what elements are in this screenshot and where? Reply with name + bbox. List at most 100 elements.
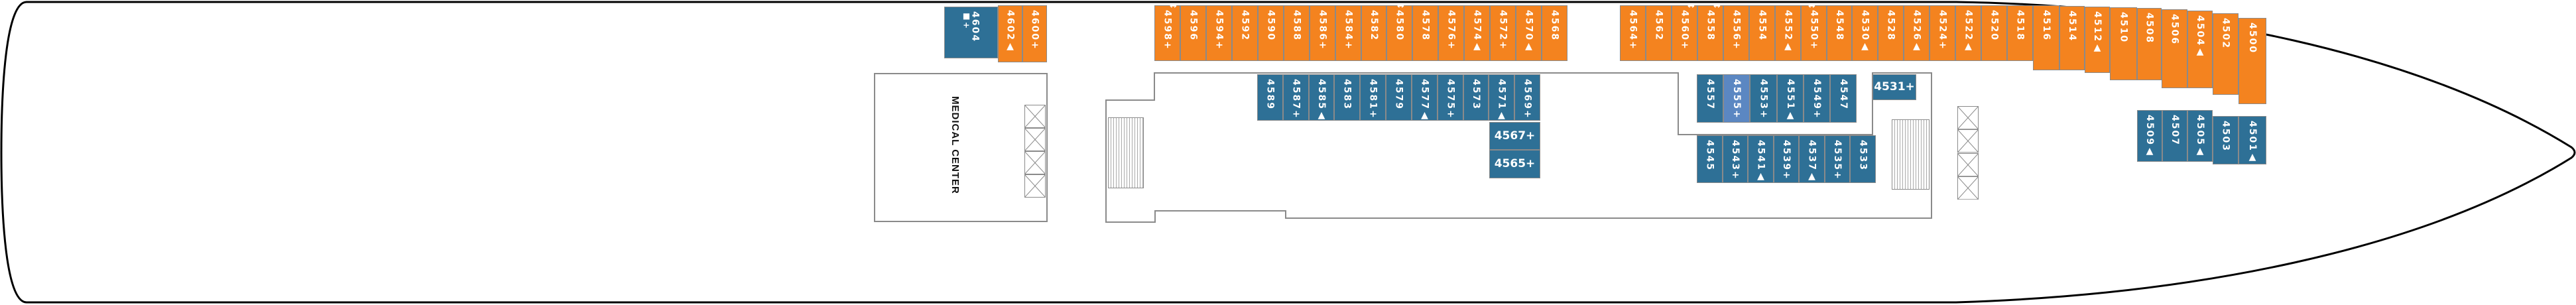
cabin[interactable]: 4586+: [1310, 5, 1335, 61]
cabin[interactable]: 4531+: [1872, 74, 1916, 100]
cabin[interactable]: 4509▲: [2137, 110, 2162, 162]
cabin[interactable]: 4512▲: [2085, 7, 2110, 73]
cabin-number: 4589: [1264, 79, 1276, 110]
cabin[interactable]: 4583: [1334, 74, 1360, 121]
cabin[interactable]: 4518: [2007, 5, 2033, 61]
cabin[interactable]: 4508: [2137, 8, 2162, 80]
elevator-icon: [1024, 151, 1046, 174]
cabin-number: 4562: [1653, 10, 1664, 41]
cabin[interactable]: 4560+: [1672, 5, 1697, 61]
cabin[interactable]: 4502: [2213, 13, 2239, 95]
cabin[interactable]: 4590: [1258, 5, 1284, 61]
cabin-number: 4578: [1420, 10, 1431, 41]
cabin[interactable]: 4520: [1981, 5, 2007, 61]
cabin-number: 4576+: [1445, 10, 1457, 50]
cabin[interactable]: 4501▲: [2239, 116, 2266, 164]
cabin[interactable]: 4577▲: [1412, 74, 1438, 122]
cabin[interactable]: 4594+: [1206, 5, 1232, 61]
cabin[interactable]: 4549+: [1804, 74, 1830, 123]
cabin[interactable]: 4524+: [1930, 5, 1955, 61]
stairs-fwd: [1892, 119, 1930, 190]
cabin[interactable]: 4556+: [1723, 5, 1749, 61]
cabin[interactable]: 4510: [2110, 7, 2137, 80]
cabin-number: 4549+: [1811, 79, 1822, 119]
cabin-number: 4570▲: [1523, 10, 1534, 53]
cabin[interactable]: 4580: [1386, 5, 1412, 61]
cabin[interactable]: 4528: [1878, 5, 1904, 61]
cabin[interactable]: 4552▲: [1775, 5, 1801, 61]
cabin[interactable]: 4581+: [1360, 74, 1386, 121]
cabin-number: 4567+: [1494, 129, 1536, 143]
cabin-number: 4594+: [1213, 10, 1225, 50]
cabin-number: 4556+: [1731, 10, 1742, 50]
cabin[interactable]: 4505▲: [2187, 110, 2213, 162]
cabin[interactable]: 4584+: [1335, 5, 1361, 61]
cabin[interactable]: 4570▲: [1516, 5, 1542, 61]
cabin[interactable]: 4522▲: [1955, 5, 1981, 61]
cabin[interactable]: 4548: [1827, 5, 1852, 61]
cabin[interactable]: 4500: [2239, 18, 2266, 104]
cabin[interactable]: 4555+: [1723, 74, 1750, 123]
cabin[interactable]: 4579: [1386, 74, 1412, 121]
cabin[interactable]: 4575+: [1438, 74, 1463, 121]
cabin[interactable]: 4568: [1542, 5, 1567, 61]
cabin[interactable]: 4535+: [1825, 135, 1850, 183]
cabin[interactable]: 4572+: [1490, 5, 1516, 61]
central-area-outline: [1105, 72, 1932, 223]
cabin[interactable]: 4526▲: [1904, 5, 1930, 61]
cabin-number: 4541▲: [1755, 140, 1766, 183]
cabin[interactable]: 4541▲: [1748, 135, 1774, 183]
cabin[interactable]: 4550+: [1801, 5, 1827, 61]
cabin[interactable]: 4565+: [1489, 150, 1540, 178]
cabin-number: 4600+: [1029, 10, 1040, 50]
cabin-number: 4509▲: [2144, 115, 2155, 158]
cabin[interactable]: 4562: [1646, 5, 1672, 61]
cabin[interactable]: 4543+: [1723, 135, 1748, 183]
cabin[interactable]: ■+4604: [944, 7, 998, 58]
cabin[interactable]: 4588: [1284, 5, 1310, 61]
cabin[interactable]: 4547: [1830, 74, 1857, 123]
cabin[interactable]: 4551▲: [1777, 74, 1804, 123]
cabin-number: 4587+: [1290, 79, 1302, 119]
cabin[interactable]: 4545: [1697, 135, 1723, 183]
cabin-number: 4547: [1838, 79, 1849, 110]
cabin-number: 4510: [2118, 12, 2129, 43]
cabin[interactable]: 4514: [2059, 6, 2085, 70]
cabin[interactable]: 4571▲: [1489, 74, 1514, 122]
elevator-icon: [1024, 105, 1046, 128]
cabin[interactable]: 4564+: [1620, 5, 1646, 61]
cabin-number: 4505▲: [2195, 115, 2205, 158]
cabin[interactable]: 4554: [1749, 5, 1775, 61]
cabin[interactable]: 4557: [1697, 74, 1723, 123]
cabin[interactable]: 4569+: [1514, 74, 1540, 121]
cabin[interactable]: 4574▲: [1464, 5, 1490, 61]
cabin-marks: ■+: [961, 11, 971, 30]
cabin[interactable]: 4558: [1697, 5, 1723, 61]
cabin[interactable]: 4596: [1180, 5, 1206, 61]
cabin[interactable]: 4537▲: [1799, 135, 1825, 183]
cabin[interactable]: 4582: [1361, 5, 1386, 61]
cabin-number: 4596: [1188, 10, 1199, 41]
cabin[interactable]: 4553+: [1750, 74, 1777, 123]
cabin[interactable]: 4600+: [1022, 5, 1047, 62]
cabin[interactable]: 4539+: [1774, 135, 1799, 183]
cabin[interactable]: 4533: [1850, 135, 1876, 183]
elevator-icon: [1024, 174, 1046, 198]
cabin[interactable]: 4592: [1232, 5, 1258, 61]
cabin[interactable]: 4516: [2033, 5, 2059, 70]
cabin[interactable]: 4530▲: [1852, 5, 1878, 61]
cabin[interactable]: 4598+: [1154, 5, 1180, 61]
cabin[interactable]: 4576+: [1438, 5, 1464, 61]
cabin[interactable]: 4602▲: [998, 5, 1022, 62]
cabin[interactable]: 4585▲: [1309, 74, 1334, 122]
cabin[interactable]: 4503: [2213, 116, 2239, 164]
cabin[interactable]: 4567+: [1489, 122, 1540, 150]
cabin[interactable]: 4578: [1412, 5, 1438, 61]
cabin[interactable]: 4589: [1257, 74, 1283, 121]
cabin[interactable]: 4507: [2162, 110, 2187, 162]
cabin[interactable]: 4573: [1463, 74, 1489, 121]
cabin[interactable]: 4504▲: [2187, 11, 2213, 88]
cabin[interactable]: 4587+: [1283, 74, 1309, 121]
cabin[interactable]: 4506: [2162, 9, 2187, 88]
